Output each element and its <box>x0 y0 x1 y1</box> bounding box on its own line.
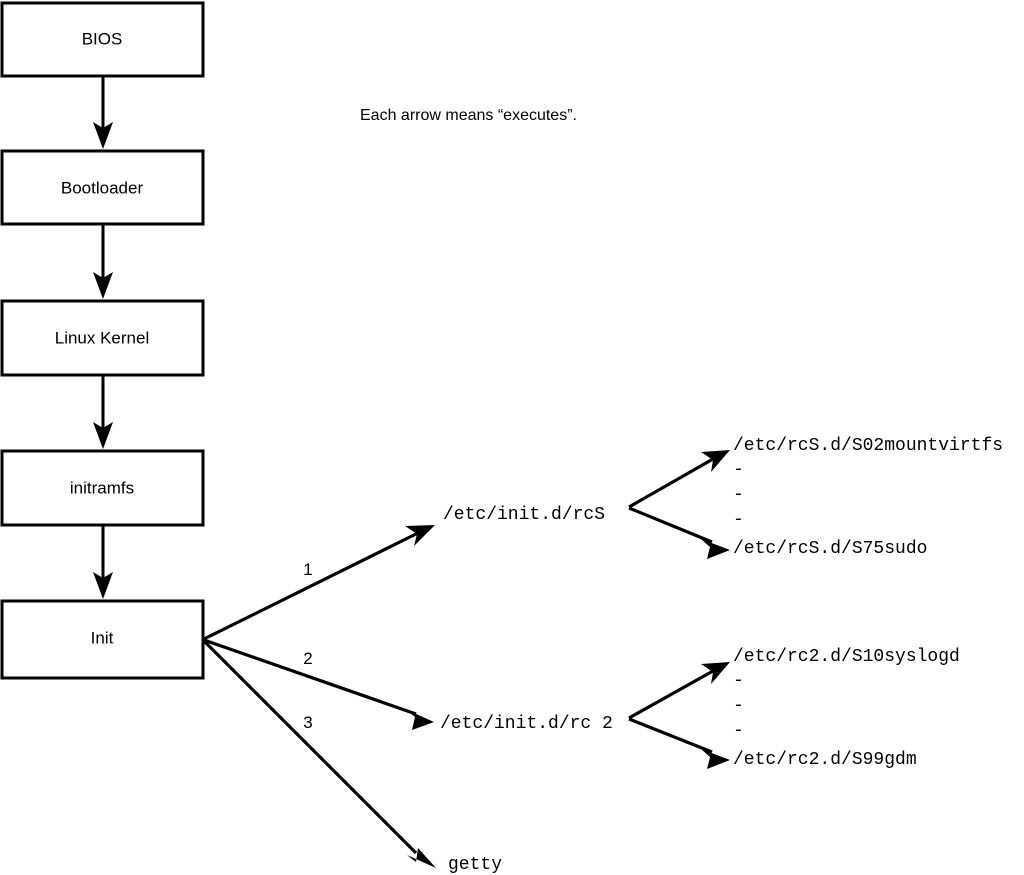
edge-rc2-first-line <box>628 669 714 720</box>
node-label-getty[interactable]: getty <box>448 855 502 875</box>
edge-init-rcs-line <box>203 531 419 641</box>
arrow-head-icon <box>93 272 113 299</box>
node-bootloader[interactable]: Bootloader <box>0 149 205 226</box>
node-linux-kernel[interactable]: Linux Kernel <box>0 299 205 377</box>
ellipsis-dash: - <box>733 721 744 741</box>
edge-rc2-to-last-script <box>628 717 730 769</box>
edge-rcs-first-line <box>628 457 714 509</box>
edge-init-to-rcs: 1 <box>203 525 435 641</box>
legend-note: Each arrow means “executes”. <box>360 107 577 124</box>
edge-initramfs-to-init <box>93 525 113 599</box>
edge-kernel-to-initramfs <box>93 375 113 449</box>
arrow-head-icon <box>407 848 436 868</box>
edge-rc2-to-first-script <box>628 662 730 720</box>
arrow-head-icon <box>701 539 730 559</box>
edge-rcs-to-first-script <box>628 450 730 509</box>
node-label-rc2[interactable]: /etc/init.d/rc 2 <box>440 714 613 734</box>
ellipsis-dash: - <box>733 696 744 716</box>
edge-init-to-getty: 3 <box>202 639 436 868</box>
script-label-rcs-last[interactable]: /etc/rcS.d/S75sudo <box>733 539 927 559</box>
node-init[interactable]: Init <box>0 599 205 680</box>
edge-number-2: 2 <box>303 649 312 668</box>
arrow-head-icon <box>93 572 113 599</box>
ellipsis-dash: - <box>733 510 744 530</box>
node-label-rcs[interactable]: /etc/init.d/rcS <box>443 505 605 525</box>
arrow-head-icon <box>701 749 730 769</box>
bootloader-box-label: Bootloader <box>61 178 144 197</box>
edge-bios-to-bootloader <box>93 76 113 149</box>
node-initramfs[interactable]: initramfs <box>0 449 205 527</box>
arrow-head-icon <box>93 122 113 149</box>
edge-init-rc2-line <box>203 638 417 716</box>
edge-number-3: 3 <box>303 713 312 732</box>
init-box-label: Init <box>91 628 114 647</box>
node-bios[interactable]: BIOS <box>0 1 205 78</box>
edge-bootloader-to-kernel <box>93 224 113 299</box>
arrow-head-icon <box>93 422 113 449</box>
arrow-head-icon <box>701 450 730 472</box>
bootloader-box-rect <box>0 149 205 226</box>
arrow-head-icon <box>405 709 434 730</box>
arrow-head-icon <box>405 525 435 546</box>
script-label-rcs-first[interactable]: /etc/rcS.d/S02mountvirtfs <box>733 436 1003 456</box>
kernel-box-rect <box>0 299 205 377</box>
bios-box-rect <box>0 1 205 78</box>
bios-box-label: BIOS <box>82 29 123 48</box>
initramfs-box-label: initramfs <box>70 478 134 497</box>
edge-init-getty-line <box>202 639 418 855</box>
init-box-rect <box>0 599 205 680</box>
edge-rcs-last-line <box>628 506 713 544</box>
edge-rcs-to-last-script <box>628 506 730 559</box>
ellipsis-dash: - <box>733 485 744 505</box>
arrow-head-icon <box>701 662 730 684</box>
edge-number-1: 1 <box>303 560 312 579</box>
edge-init-to-rc2: 2 <box>203 638 434 730</box>
script-label-rc2-first[interactable]: /etc/rc2.d/S10syslogd <box>733 647 960 667</box>
edge-rc2-last-line <box>628 717 713 754</box>
ellipsis-dash: - <box>733 671 744 691</box>
kernel-box-label: Linux Kernel <box>55 328 150 347</box>
ellipsis-dash: - <box>733 460 744 480</box>
script-label-rc2-last[interactable]: /etc/rc2.d/S99gdm <box>733 750 917 770</box>
